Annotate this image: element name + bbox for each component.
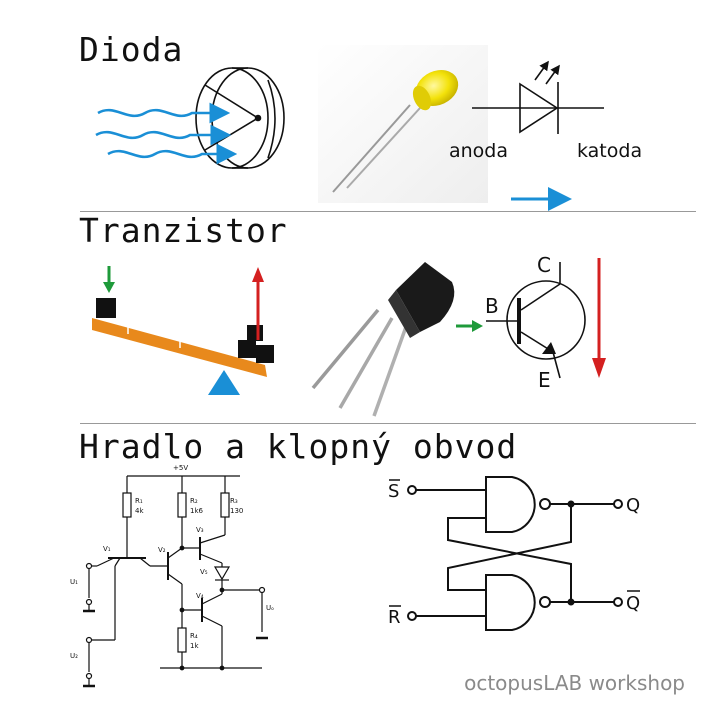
- base-current-arrow: [456, 320, 483, 332]
- svg-text:V₅: V₅: [200, 568, 208, 576]
- collector-label: C: [537, 253, 551, 277]
- seesaw-arrows: [103, 266, 264, 340]
- svg-text:S: S: [388, 481, 399, 502]
- svg-text:1k: 1k: [190, 642, 199, 650]
- svg-text:1k6: 1k6: [190, 507, 204, 515]
- transistor-photo: [311, 262, 455, 417]
- svg-text:R₄: R₄: [190, 632, 198, 640]
- svg-text:V₄: V₄: [196, 592, 204, 600]
- heading-hradlo: Hradlo a klopný obvod: [79, 427, 518, 466]
- led-photo: [318, 45, 488, 203]
- ttl-circuit-labels: +5V R₁ 4k R₂ 1k6 R₃ 130 R₄ 1k V₁ V₂ V₃ V…: [70, 464, 274, 660]
- svg-text:Q: Q: [626, 593, 640, 614]
- emitter-label: E: [538, 368, 551, 392]
- collector-current-arrow: [592, 258, 606, 378]
- footer-credit: octopusLAB workshop: [464, 671, 685, 695]
- svg-text:R₁: R₁: [135, 497, 143, 505]
- divider-1: [80, 211, 696, 212]
- svg-text:U₁: U₁: [70, 578, 78, 586]
- svg-text:U₂: U₂: [70, 652, 78, 660]
- svg-text:4k: 4k: [135, 507, 144, 515]
- svg-text:Uₒ: Uₒ: [266, 604, 274, 612]
- sr-latch-labels: S R Q Q: [388, 479, 640, 628]
- base-label: B: [485, 294, 499, 318]
- svg-text:R₃: R₃: [230, 497, 238, 505]
- cathode-label: katoda: [577, 140, 643, 162]
- svg-text:+5V: +5V: [173, 464, 188, 472]
- svg-text:R: R: [388, 607, 401, 628]
- anode-label: anoda: [449, 140, 509, 162]
- flow-arrows: [95, 102, 238, 165]
- sr-latch: [407, 476, 623, 631]
- svg-text:130: 130: [230, 507, 243, 515]
- svg-text:R₂: R₂: [190, 497, 198, 505]
- transistor-symbol: [486, 262, 586, 379]
- heading-dioda: Dioda: [79, 30, 184, 69]
- diode-symbol: [472, 60, 604, 134]
- seesaw-illustration: [92, 298, 274, 395]
- heading-tranzistor: Tranzistor: [79, 211, 288, 250]
- svg-text:Q: Q: [626, 495, 640, 516]
- svg-text:V₂: V₂: [158, 546, 166, 554]
- ttl-gate-circuit: [83, 475, 268, 688]
- svg-text:V₃: V₃: [196, 526, 204, 534]
- divider-2: [80, 423, 696, 424]
- svg-text:V₁: V₁: [103, 545, 111, 553]
